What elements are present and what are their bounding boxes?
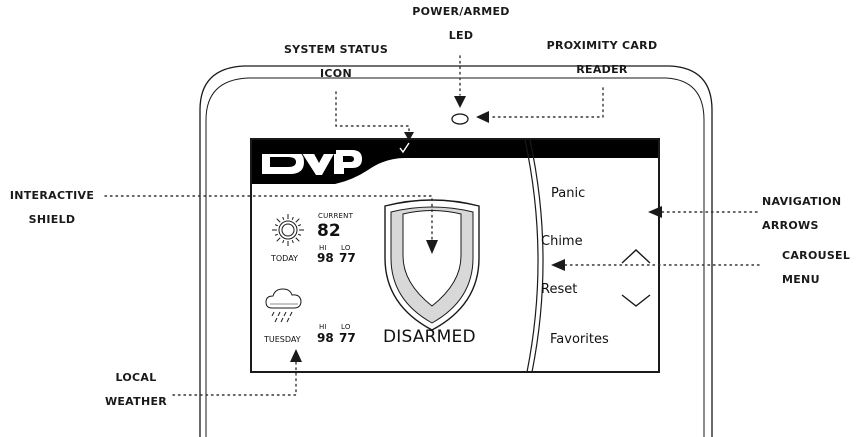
callout-shield-line2: SHIELD [28,213,76,226]
callout-system-status-line2: ICON [320,67,352,80]
arming-status-text: DISARMED [383,327,476,347]
callout-proximity: PROXIMITY CARD READER [530,34,674,82]
weather-today-hi: 98 [317,251,334,265]
device-inner-shell [205,77,705,437]
callout-carousel: CAROUSEL MENU [782,244,861,292]
weather-today-day: TODAY [271,254,298,263]
nav-down-arrow-icon[interactable] [621,294,651,307]
callout-power-led: POWER/ARMED LED [400,0,522,48]
sun-ray [291,216,294,221]
arrowhead-power-led [454,96,466,108]
sun-ray [297,224,302,227]
sun-ray [282,239,285,244]
weather-tuesday-lo-label: LO [341,323,351,331]
carousel-divider [524,139,539,373]
leader-proximity [488,87,604,118]
callout-navigation: NAVIGATION ARROWS [762,190,861,238]
weather-tuesday-day: TUESDAY [264,335,301,344]
leader-weather [172,361,297,396]
rain-cloud-icon [265,288,302,323]
arrowhead-shield [426,240,438,254]
arrowhead-carousel [551,259,565,271]
weather-current-temp: 82 [317,221,341,241]
callout-weather: LOCAL WEATHER [96,366,176,414]
callout-shield-line1: INTERACTIVE [9,189,95,202]
check-icon [399,142,410,154]
menu-item-panic[interactable]: Panic [551,186,586,201]
weather-today-hi-label: HI [319,244,327,252]
sun-ray [274,233,279,236]
sun-ray [295,237,300,242]
interactive-shield-icon[interactable] [384,199,480,331]
sun-ray [274,224,279,227]
arrowhead-navigation [648,206,662,218]
callout-power-led-line1: POWER/ARMED [412,5,510,18]
weather-today-lo: 77 [339,251,356,265]
arrowhead-system-status [404,132,414,141]
arrowhead-weather [290,349,302,362]
sun-ray [276,218,281,223]
callout-power-led-line2: LED [448,29,474,42]
callout-shield: INTERACTIVE SHIELD [0,184,104,232]
carousel-divider-inner [529,139,544,373]
menu-item-favorites[interactable]: Favorites [550,332,609,347]
callout-weather-line1: LOCAL [115,371,157,384]
weather-tuesday-lo: 77 [339,331,356,345]
sun-ray [295,218,300,223]
power-led-icon [451,113,469,125]
weather-current-label: CURRENT [318,212,354,220]
callout-carousel-line2: MENU [782,273,820,286]
sun-ray [297,233,302,236]
dmp-logo [262,150,362,175]
menu-item-chime[interactable]: Chime [541,234,583,249]
weather-tuesday-hi: 98 [317,331,334,345]
callout-proximity-line2: READER [576,63,628,76]
sun-ray [282,216,285,221]
arrowhead-proximity [476,111,489,123]
sun-ray [276,237,281,242]
leader-system-status [335,91,410,135]
sun-ray [291,239,294,244]
weather-today-lo-label: LO [341,244,351,252]
callout-weather-line2: WEATHER [104,395,168,408]
weather-tuesday-hi-label: HI [319,323,327,331]
nav-up-arrow-icon[interactable] [621,249,651,264]
callout-proximity-line1: PROXIMITY CARD [546,39,658,52]
callout-carousel-line1: CAROUSEL [782,249,851,262]
callout-navigation-line2: ARROWS [762,219,819,232]
callout-system-status-line1: SYSTEM STATUS [283,43,389,56]
menu-item-reset[interactable]: Reset [541,282,578,297]
device-outer-shell [199,65,713,437]
callout-navigation-line1: NAVIGATION [762,195,842,208]
sun-icon [272,214,304,246]
callout-system-status: SYSTEM STATUS ICON [272,38,400,86]
